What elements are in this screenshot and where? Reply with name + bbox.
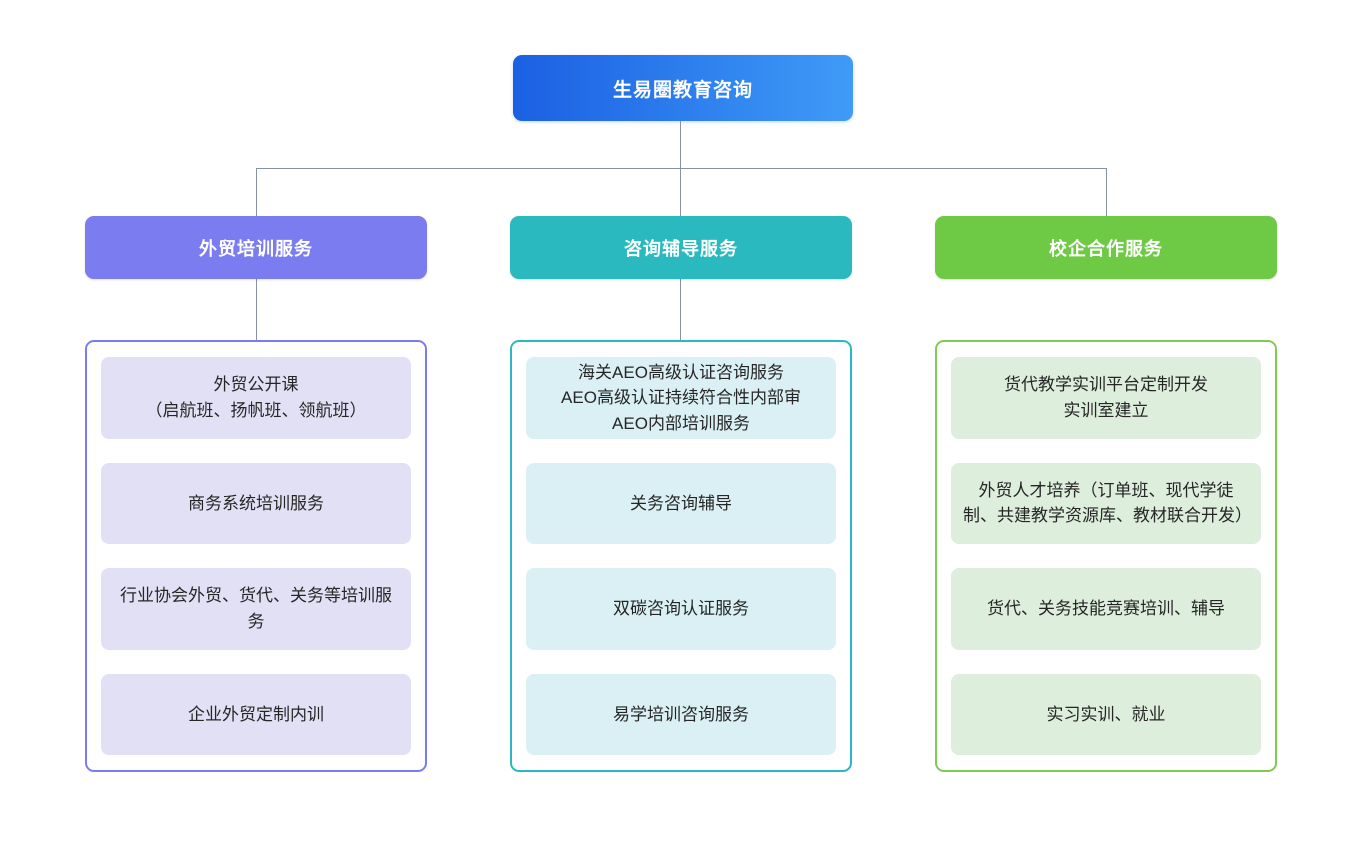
service-item: 双碳咨询认证服务 bbox=[526, 568, 836, 650]
branch-header: 外贸培训服务 bbox=[85, 216, 427, 279]
root-node: 生易圈教育咨询 bbox=[513, 55, 853, 121]
connector-horizontal bbox=[256, 168, 1106, 169]
service-item: 企业外贸定制内训 bbox=[101, 673, 411, 755]
branch-container: 外贸公开课 （启航班、扬帆班、领航班） 商务系统培训服务行业协会外贸、货代、关务等… bbox=[85, 340, 427, 772]
branch-header-label: 外贸培训服务 bbox=[199, 238, 313, 259]
service-item: 海关AEO高级认证咨询服务 AEO高级认证持续符合性内部审 AEO内部培训服务 bbox=[526, 357, 836, 439]
branch-header: 咨询辅导服务 bbox=[510, 216, 852, 279]
service-item: 外贸人才培养（订单班、现代学徒制、共建教学资源库、教材联合开发） bbox=[951, 462, 1261, 544]
service-item: 实习实训、就业 bbox=[951, 673, 1261, 755]
branch-header-label: 咨询辅导服务 bbox=[624, 238, 738, 259]
connector-drop-right bbox=[1106, 168, 1107, 216]
branch-container: 海关AEO高级认证咨询服务 AEO高级认证持续符合性内部审 AEO内部培训服务关… bbox=[510, 340, 852, 772]
service-item: 外贸公开课 （启航班、扬帆班、领航班） bbox=[101, 357, 411, 439]
service-item: 货代、关务技能竞赛培训、辅导 bbox=[951, 568, 1261, 650]
branch-container: 货代教学实训平台定制开发 实训室建立外贸人才培养（订单班、现代学徒制、共建教学资… bbox=[935, 340, 1277, 772]
connector-header-container-left bbox=[256, 279, 257, 340]
service-item: 货代教学实训平台定制开发 实训室建立 bbox=[951, 357, 1261, 439]
connector-header-container-center bbox=[680, 279, 681, 340]
connector-root-vertical bbox=[680, 121, 681, 168]
service-item: 行业协会外贸、货代、关务等培训服务 bbox=[101, 568, 411, 650]
branch-header-label: 校企合作服务 bbox=[1049, 238, 1163, 259]
service-item: 关务咨询辅导 bbox=[526, 462, 836, 544]
branch-header: 校企合作服务 bbox=[935, 216, 1277, 279]
connector-drop-center bbox=[680, 168, 681, 216]
connector-drop-left bbox=[256, 168, 257, 216]
service-item: 商务系统培训服务 bbox=[101, 462, 411, 544]
service-item: 易学培训咨询服务 bbox=[526, 673, 836, 755]
root-node-label: 生易圈教育咨询 bbox=[612, 79, 753, 101]
